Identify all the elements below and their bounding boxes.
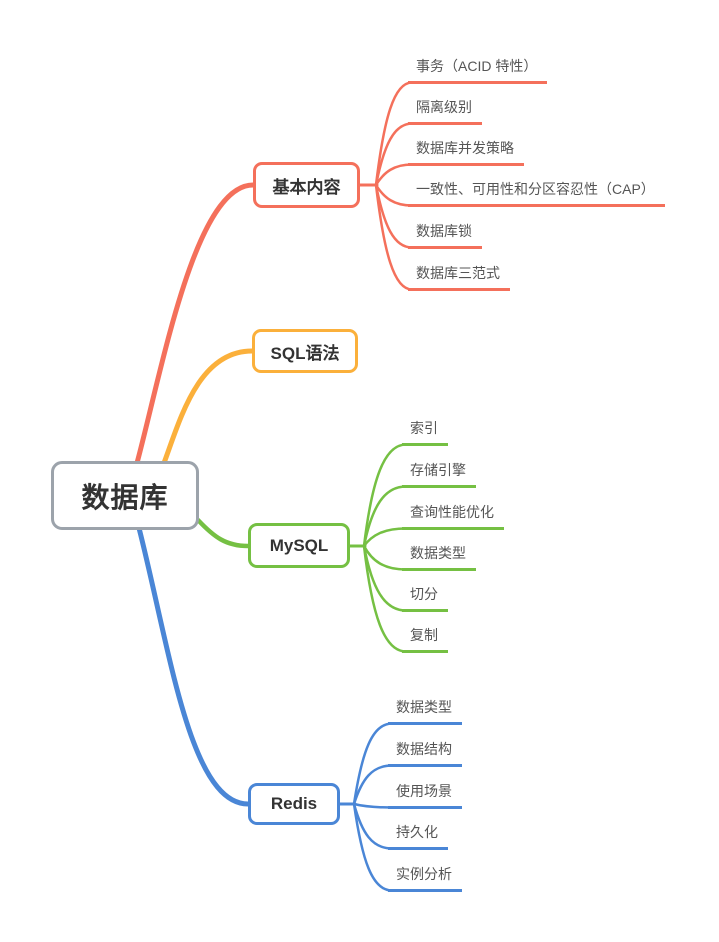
leaf-curve-case-analysis (352, 802, 394, 892)
leaf-curve-redis-data-types (352, 722, 394, 806)
leaf-curve-query-optimization (362, 527, 408, 548)
leaf-node-sharding[interactable]: 切分 (402, 583, 448, 612)
branch-label-basic: 基本内容 (272, 177, 341, 197)
leaf-curve-concurrency (374, 163, 414, 187)
leaf-curve-use-cases (352, 802, 394, 809)
leaf-node-cap[interactable]: 一致性、可用性和分区容忍性（CAP） (408, 178, 665, 207)
branch-curve-basic (134, 182, 256, 466)
leaf-curve-isolation (374, 122, 414, 187)
leaf-curve-storage-engine (362, 485, 408, 548)
branch-label-mysql: MySQL (269, 535, 329, 555)
branch-label-sql: SQL语法 (270, 343, 340, 363)
root-label: 数据库 (81, 481, 169, 513)
branch-curve-redis (136, 525, 251, 807)
leaf-node-case-analysis[interactable]: 实例分析 (388, 863, 462, 892)
leaf-node-normal-forms[interactable]: 数据库三范式 (408, 262, 510, 291)
leaf-node-query-optimization[interactable]: 查询性能优化 (402, 501, 504, 530)
leaf-node-locks[interactable]: 数据库锁 (408, 220, 482, 249)
branch-curve-sql (161, 348, 255, 466)
branch-node-basic[interactable]: 基本内容 (253, 162, 360, 208)
leaf-curve-data-types (362, 544, 408, 571)
branch-label-redis: Redis (270, 794, 318, 813)
leaf-curve-acid (374, 81, 414, 187)
leaf-node-use-cases[interactable]: 使用场景 (388, 780, 462, 809)
leaf-curve-cap (374, 183, 414, 207)
leaf-node-redis-data-types[interactable]: 数据类型 (388, 696, 462, 725)
branch-curve-mysql (195, 517, 251, 549)
leaf-node-data-types[interactable]: 数据类型 (402, 542, 476, 571)
leaf-node-index[interactable]: 索引 (402, 417, 448, 446)
branch-node-mysql[interactable]: MySQL (248, 523, 350, 568)
leaf-curve-data-structures (352, 764, 394, 806)
leaf-node-persistence[interactable]: 持久化 (388, 821, 448, 850)
leaf-node-concurrency[interactable]: 数据库并发策略 (408, 137, 524, 166)
leaf-node-storage-engine[interactable]: 存储引擎 (402, 459, 476, 488)
leaf-node-isolation[interactable]: 隔离级别 (408, 96, 482, 125)
leaf-curve-normal-forms (374, 183, 414, 291)
leaf-node-replication[interactable]: 复制 (402, 624, 448, 653)
branch-node-sql[interactable]: SQL语法 (252, 329, 358, 373)
branch-node-redis[interactable]: Redis (248, 783, 340, 825)
leaf-curve-replication (362, 544, 408, 653)
leaf-node-acid[interactable]: 事务（ACID 特性） (408, 55, 548, 84)
leaf-curve-index (362, 443, 408, 548)
leaf-node-data-structures[interactable]: 数据结构 (388, 738, 462, 767)
root-node[interactable]: 数据库 (51, 461, 199, 530)
